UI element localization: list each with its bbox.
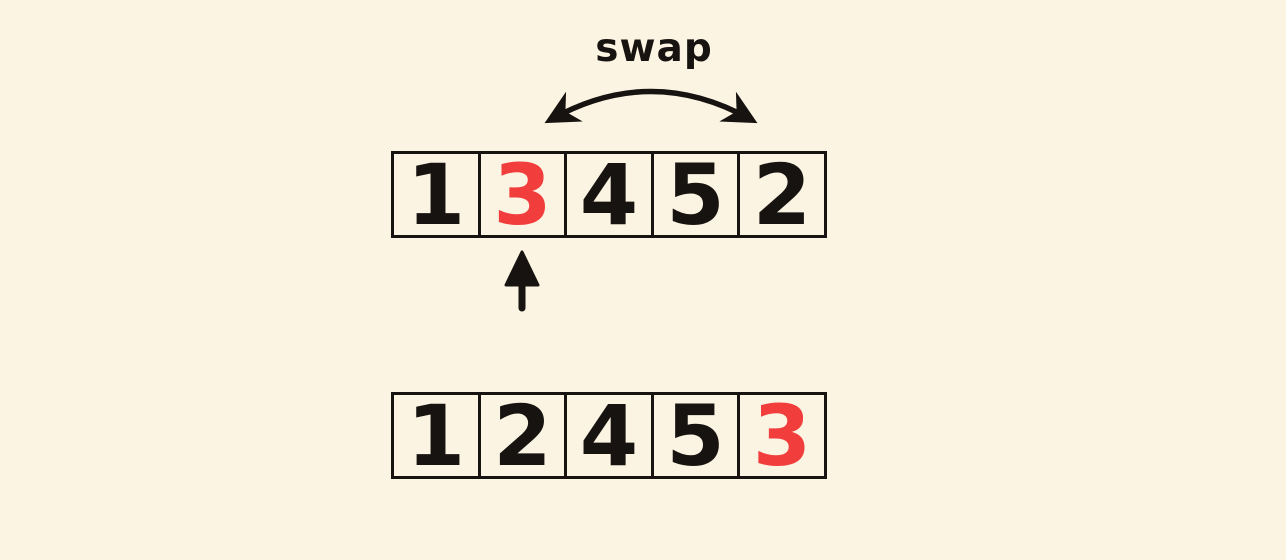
array-cell: 4 <box>564 151 654 238</box>
array-cell: 3 <box>477 151 568 238</box>
pointer-up-arrow-icon <box>504 250 540 312</box>
array-cell: 4 <box>564 392 654 479</box>
swap-label: swap <box>595 26 713 71</box>
array-cell: 5 <box>650 392 741 479</box>
array-cell: 1 <box>391 151 481 238</box>
array-cell: 5 <box>650 151 741 238</box>
array-cell: 1 <box>391 392 481 479</box>
array-cell: 2 <box>477 392 568 479</box>
swap-curved-arrow-icon <box>544 88 758 124</box>
array-before-swap: 1 3 4 5 2 <box>391 151 827 238</box>
array-cell: 3 <box>737 392 827 479</box>
array-after-swap: 1 2 4 5 3 <box>391 392 827 479</box>
array-cell: 2 <box>737 151 827 238</box>
